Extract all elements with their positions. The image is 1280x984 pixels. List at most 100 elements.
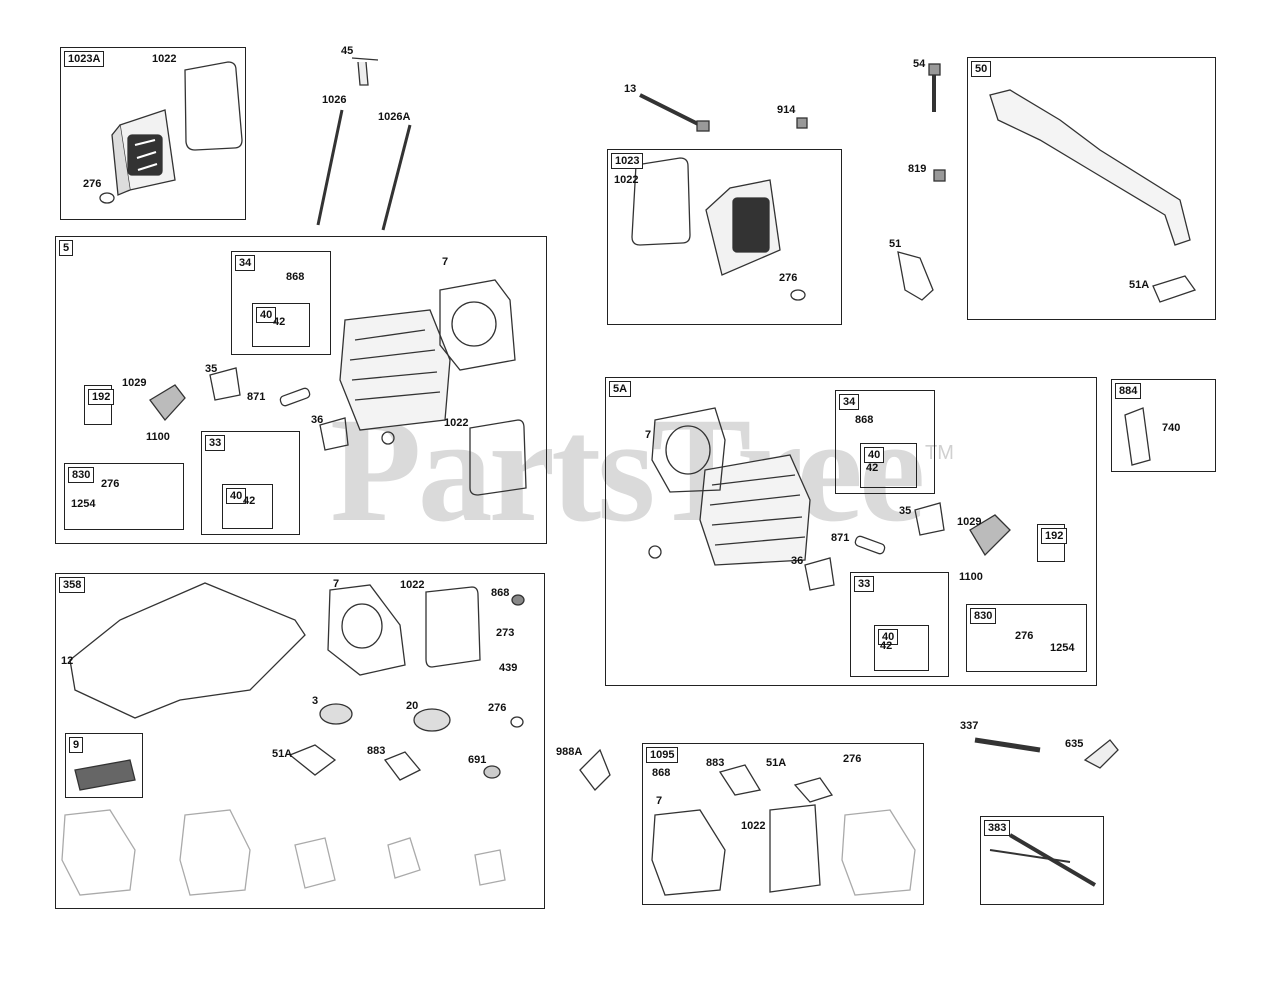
callout-988A[interactable]: 988A — [556, 746, 583, 758]
group-884: 884 — [1111, 379, 1216, 472]
callout-1022[interactable]: 1022 — [614, 174, 639, 186]
callout-42[interactable]: 42 — [273, 316, 286, 328]
callout-1100[interactable]: 1100 — [959, 571, 983, 583]
group-1023: 1023 — [607, 149, 842, 325]
group-label-884: 884 — [1115, 383, 1142, 399]
group-label-1023A: 1023A — [64, 51, 105, 67]
callout-12[interactable]: 12 — [61, 655, 74, 667]
callout-1022[interactable]: 1022 — [400, 579, 425, 591]
callout-276[interactable]: 276 — [83, 178, 102, 190]
callout-7[interactable]: 7 — [442, 256, 449, 268]
callout-871[interactable]: 871 — [831, 532, 850, 544]
callout-276[interactable]: 276 — [488, 702, 507, 714]
callout-13[interactable]: 13 — [624, 83, 637, 95]
callout-914[interactable]: 914 — [777, 104, 796, 116]
group-383: 383 — [980, 816, 1104, 905]
callout-1029[interactable]: 1029 — [957, 516, 982, 528]
gasket-drawing — [184, 61, 243, 151]
callout-1026A[interactable]: 1026A — [378, 111, 411, 123]
group-label-192b: 192 — [1041, 528, 1068, 544]
callout-36[interactable]: 36 — [791, 555, 804, 567]
group-label-830b: 830 — [970, 608, 997, 624]
callout-276[interactable]: 276 — [779, 272, 798, 284]
group-40b: 40 — [222, 484, 273, 529]
group-34b: 34 — [835, 390, 935, 494]
group-192b: 192 — [1037, 524, 1068, 562]
callout-1026[interactable]: 1026 — [322, 94, 347, 106]
group-830b: 830 — [966, 604, 1087, 672]
callout-1029[interactable]: 1029 — [122, 377, 147, 389]
callout-51A[interactable]: 51A — [272, 748, 293, 760]
callout-51[interactable]: 51 — [889, 238, 902, 250]
group-label-33: 33 — [205, 435, 226, 451]
callout-42[interactable]: 42 — [880, 640, 893, 652]
callout-35[interactable]: 35 — [899, 505, 912, 517]
group-358: 358 — [55, 573, 545, 909]
group-label-358: 358 — [59, 577, 86, 593]
group-label-830: 830 — [68, 467, 95, 483]
group-label-40: 40 — [256, 307, 277, 323]
callout-51A[interactable]: 51A — [766, 757, 787, 769]
callout-1254[interactable]: 1254 — [71, 498, 96, 510]
callout-36[interactable]: 36 — [311, 414, 324, 426]
callout-42[interactable]: 42 — [866, 462, 879, 474]
callout-337[interactable]: 337 — [960, 720, 979, 732]
callout-868[interactable]: 868 — [286, 271, 305, 283]
group-label-5: 5 — [59, 240, 74, 256]
group-33b: 33 — [850, 572, 949, 677]
group-label-50: 50 — [971, 61, 992, 77]
callout-740[interactable]: 740 — [1162, 422, 1181, 434]
callout-883[interactable]: 883 — [367, 745, 386, 757]
group-label-383: 383 — [984, 820, 1011, 836]
callout-1022[interactable]: 1022 — [444, 417, 469, 429]
group-33: 33 — [201, 431, 300, 535]
group-34: 34 — [231, 251, 331, 355]
callout-3[interactable]: 3 — [312, 695, 319, 707]
callout-35[interactable]: 35 — [205, 363, 218, 375]
callout-276[interactable]: 276 — [1015, 630, 1034, 642]
callout-1022[interactable]: 1022 — [741, 820, 766, 832]
group-label-5A: 5A — [609, 381, 632, 397]
group-label-40b: 40 — [226, 488, 247, 504]
callout-7[interactable]: 7 — [645, 429, 652, 441]
group-192: 192 — [84, 385, 115, 425]
group-label-34b: 34 — [839, 394, 860, 410]
group-label-34: 34 — [235, 255, 256, 271]
callout-7[interactable]: 7 — [333, 578, 340, 590]
group-label-40d: 40 — [878, 629, 899, 645]
valve-cover-drawing — [111, 109, 176, 196]
callout-45[interactable]: 45 — [341, 45, 354, 57]
callout-819[interactable]: 819 — [908, 163, 927, 175]
callout-1100[interactable]: 1100 — [146, 431, 170, 443]
group-40d: 40 — [874, 625, 929, 671]
group-9: 9 — [65, 733, 143, 798]
group-40: 40 — [252, 303, 310, 347]
group-5: 5 — [55, 236, 547, 544]
callout-51A[interactable]: 51A — [1129, 279, 1150, 291]
callout-868[interactable]: 868 — [855, 414, 874, 426]
callout-871[interactable]: 871 — [247, 391, 266, 403]
group-label-33b: 33 — [854, 576, 875, 592]
callout-7[interactable]: 7 — [656, 795, 663, 807]
group-label-1095: 1095 — [646, 747, 679, 763]
callout-691[interactable]: 691 — [468, 754, 487, 766]
callout-868[interactable]: 868 — [652, 767, 671, 779]
callout-1254[interactable]: 1254 — [1050, 642, 1075, 654]
group-40c: 40 — [860, 443, 917, 488]
callout-1022[interactable]: 1022 — [152, 53, 177, 65]
callout-883[interactable]: 883 — [706, 757, 725, 769]
callout-868[interactable]: 868 — [491, 587, 510, 599]
group-50: 50 — [967, 57, 1216, 320]
callout-276[interactable]: 276 — [101, 478, 120, 490]
callout-276[interactable]: 276 — [843, 753, 862, 765]
group-5A: 5A — [605, 377, 1097, 686]
callout-273[interactable]: 273 — [496, 627, 515, 639]
group-830: 830 — [64, 463, 184, 530]
callout-635[interactable]: 635 — [1065, 738, 1084, 750]
callout-439[interactable]: 439 — [499, 662, 518, 674]
group-label-1023: 1023 — [611, 153, 644, 169]
callout-20[interactable]: 20 — [406, 700, 419, 712]
callout-54[interactable]: 54 — [913, 58, 926, 70]
callout-42[interactable]: 42 — [243, 495, 256, 507]
